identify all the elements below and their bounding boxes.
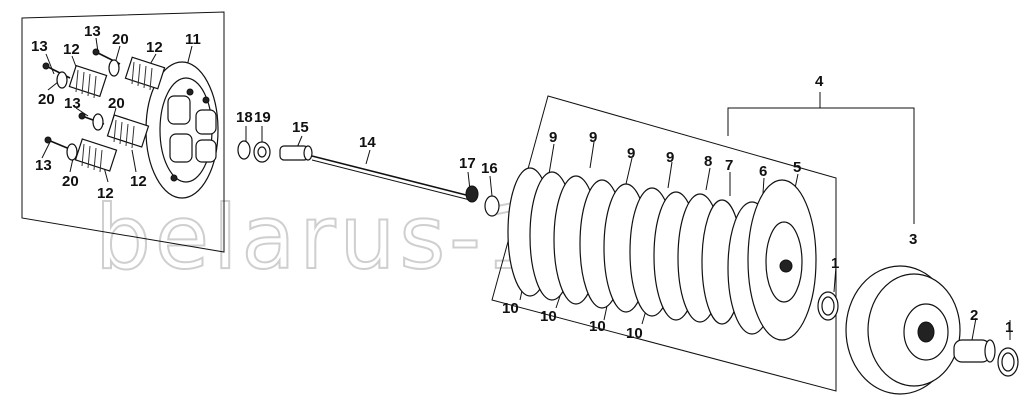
spring-12-b bbox=[124, 56, 166, 91]
callout-13: 13 bbox=[64, 95, 81, 112]
clutch-discs bbox=[507, 167, 817, 341]
callout-17: 17 bbox=[459, 155, 476, 172]
pressure-plate-group-frame bbox=[21, 11, 225, 253]
callout-11: 11 bbox=[185, 31, 201, 48]
callout-10: 10 bbox=[540, 308, 557, 325]
ring-1-right bbox=[997, 347, 1019, 377]
callout-14: 14 bbox=[359, 134, 376, 151]
callout-7: 7 bbox=[725, 157, 733, 174]
spring-12-a bbox=[68, 64, 108, 99]
callout-13: 13 bbox=[35, 157, 52, 174]
callout-20: 20 bbox=[38, 91, 55, 108]
callout-18: 18 bbox=[236, 109, 253, 126]
spring-12-c bbox=[106, 114, 150, 149]
callout-10: 10 bbox=[626, 325, 643, 342]
callout-1: 1 bbox=[831, 255, 839, 272]
callout-12: 12 bbox=[146, 39, 163, 56]
ring-18 bbox=[237, 140, 251, 160]
callout-3: 3 bbox=[909, 231, 917, 248]
washer-16 bbox=[484, 195, 500, 217]
callout-9: 9 bbox=[549, 129, 557, 146]
spring-12-d bbox=[74, 138, 118, 173]
item-4-bracket bbox=[727, 107, 915, 224]
pressure-plate-11 bbox=[145, 61, 219, 199]
callout-10: 10 bbox=[589, 318, 606, 335]
callout-9: 9 bbox=[589, 129, 597, 146]
callout-20: 20 bbox=[108, 95, 125, 112]
callout-2: 2 bbox=[970, 307, 978, 324]
callout-6: 6 bbox=[759, 163, 767, 180]
callout-13: 13 bbox=[31, 38, 48, 55]
bearing-19 bbox=[253, 141, 271, 163]
callout-16: 16 bbox=[481, 160, 498, 177]
callout-20: 20 bbox=[112, 31, 129, 48]
callout-12: 12 bbox=[130, 173, 147, 190]
callout-13: 13 bbox=[84, 23, 101, 40]
bushing-15 bbox=[279, 145, 313, 161]
callout-8: 8 bbox=[704, 153, 712, 170]
callout-4: 4 bbox=[815, 73, 824, 90]
callout-20: 20 bbox=[62, 173, 79, 190]
callout-labels: 13 13 13 13 12 12 12 12 20 20 20 20 11 1… bbox=[31, 23, 1013, 342]
callout-1: 1 bbox=[1005, 319, 1013, 336]
sleeve-2 bbox=[953, 339, 996, 363]
nut-17 bbox=[465, 185, 479, 203]
clutch-housing-3 bbox=[845, 265, 961, 395]
callout-15: 15 bbox=[292, 119, 309, 136]
push-rod-14 bbox=[311, 155, 471, 201]
callout-10: 10 bbox=[502, 300, 519, 317]
ring-1-left bbox=[817, 291, 839, 321]
callout-9: 9 bbox=[627, 145, 635, 162]
callout-5: 5 bbox=[793, 159, 801, 176]
callout-9: 9 bbox=[666, 149, 674, 166]
callout-12: 12 bbox=[97, 185, 114, 202]
callout-12: 12 bbox=[63, 41, 80, 58]
washers-20 bbox=[56, 59, 120, 161]
callout-19: 19 bbox=[254, 109, 271, 126]
